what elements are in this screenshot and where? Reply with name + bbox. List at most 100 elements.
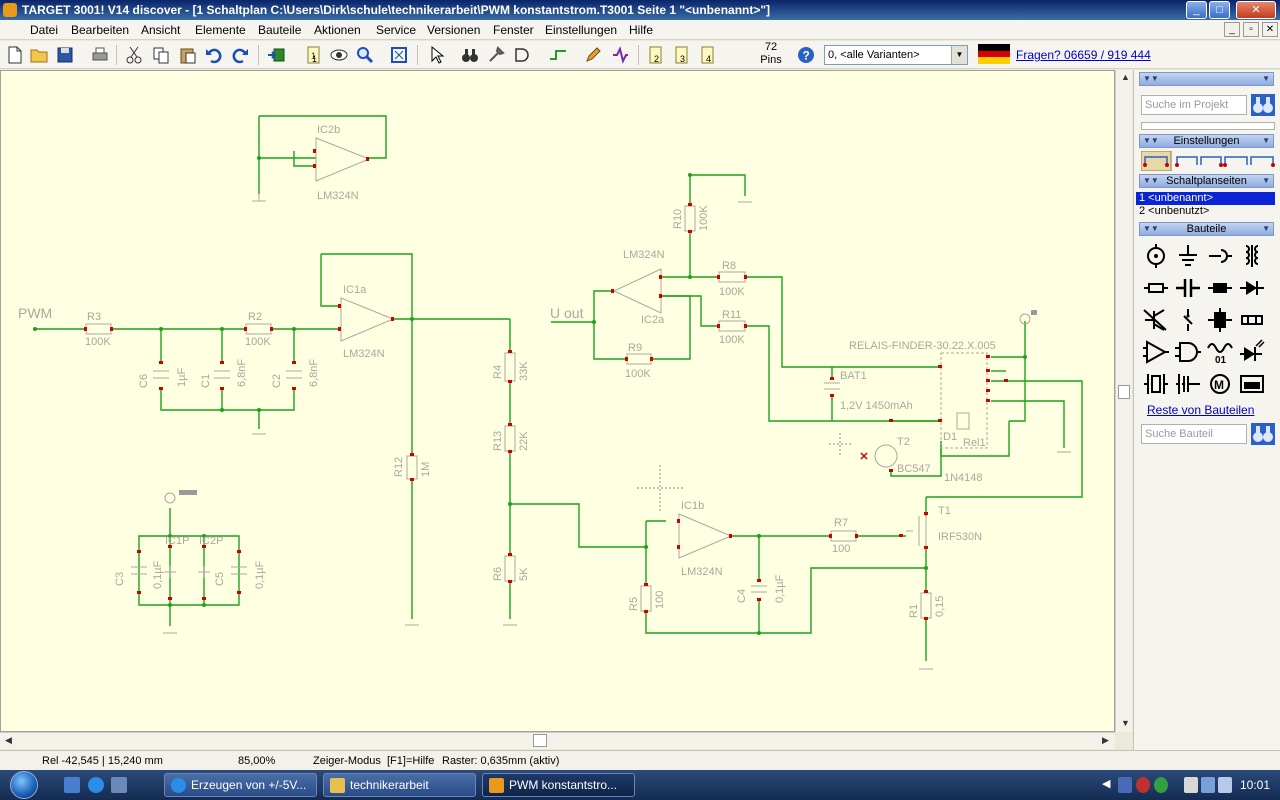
task-erzeugen[interactable]: Erzeugen von +/-5V...: [164, 773, 317, 797]
import-icon[interactable]: [266, 45, 286, 65]
menu-bearbeiten[interactable]: Bearbeiten: [71, 23, 130, 37]
task-pwm-konstantstrom[interactable]: PWM konstantstro...: [482, 773, 635, 797]
switch-windows-icon[interactable]: [111, 777, 127, 793]
paste-icon[interactable]: [178, 45, 198, 65]
german-flag-icon[interactable]: [978, 44, 1010, 64]
gate-symbol-icon[interactable]: [512, 45, 532, 65]
horizontal-scrollbar[interactable]: ◀ ▶: [0, 732, 1115, 749]
search-part-input[interactable]: Suche Bauteil: [1141, 424, 1247, 444]
signal-icon[interactable]: 01: [1206, 338, 1234, 366]
diode-icon[interactable]: [1238, 274, 1266, 302]
undo-icon[interactable]: [204, 45, 224, 65]
layer-2-button[interactable]: [645, 45, 665, 65]
start-button[interactable]: [10, 771, 38, 799]
binoculars-icon[interactable]: [460, 45, 480, 65]
panel-top-header[interactable]: ▼▼▼: [1139, 72, 1274, 86]
tray-app-icon[interactable]: [1184, 777, 1198, 793]
menu-aktionen[interactable]: Aktionen: [314, 23, 361, 37]
sheet-item-1[interactable]: 1 <unbenannt>: [1136, 192, 1275, 205]
redo-icon[interactable]: [230, 45, 250, 65]
mdi-close-button[interactable]: ✕: [1262, 22, 1278, 37]
signal-route-icon[interactable]: [610, 45, 630, 65]
help-icon[interactable]: ?: [796, 45, 816, 65]
layer-3-button[interactable]: [671, 45, 691, 65]
print-icon[interactable]: [90, 45, 110, 65]
tools-icon[interactable]: [486, 45, 506, 65]
mosfet-icon[interactable]: [1206, 306, 1234, 334]
transistor-icon[interactable]: [1142, 306, 1170, 334]
eye-icon[interactable]: [329, 45, 349, 65]
part-remnants-link[interactable]: Reste von Bauteilen: [1147, 403, 1255, 417]
search-part-binoculars-icon[interactable]: [1251, 423, 1275, 445]
open-folder-icon[interactable]: [29, 45, 49, 65]
fuse-icon[interactable]: [1206, 274, 1234, 302]
opamp-icon[interactable]: [1142, 338, 1170, 366]
motor-icon[interactable]: M: [1206, 370, 1234, 398]
scroll-up-icon[interactable]: ▲: [1121, 72, 1130, 82]
volume-icon[interactable]: [1218, 777, 1232, 793]
pointer-icon[interactable]: [426, 45, 446, 65]
project-tree[interactable]: [1141, 122, 1275, 130]
search-project-binoculars-icon[interactable]: [1251, 94, 1275, 116]
wire-style-icons[interactable]: [1141, 151, 1275, 171]
vertical-scroll-thumb[interactable]: [1118, 385, 1130, 399]
display-icon[interactable]: [1238, 370, 1266, 398]
schematic-canvas[interactable]: PWM U out IC2b LM324N IC1a LM324N LM324N…: [0, 70, 1115, 732]
chevron-down-icon[interactable]: ▼: [951, 46, 967, 64]
menu-elemente[interactable]: Elemente: [195, 23, 246, 37]
save-icon[interactable]: [55, 45, 75, 65]
new-file-icon[interactable]: [5, 45, 25, 65]
copy-icon[interactable]: [151, 45, 171, 65]
parts-header[interactable]: ▼▼Bauteile▼: [1139, 222, 1274, 236]
connector-icon[interactable]: [1206, 242, 1234, 270]
menu-hilfe[interactable]: Hilfe: [629, 23, 654, 37]
capacitor-icon[interactable]: [1174, 274, 1202, 302]
zoom-fit-icon[interactable]: [389, 45, 409, 65]
vertical-scrollbar[interactable]: ▲ ▼: [1115, 70, 1132, 732]
update-icon[interactable]: [1154, 777, 1168, 793]
switch-icon[interactable]: [1174, 306, 1202, 334]
menu-bauteile[interactable]: Bauteile: [258, 23, 302, 37]
ground-icon[interactable]: [1174, 242, 1202, 270]
menu-einstellungen[interactable]: Einstellungen: [545, 23, 618, 37]
cut-icon[interactable]: [124, 45, 144, 65]
crystal-icon[interactable]: [1142, 370, 1170, 398]
horizontal-scroll-thumb[interactable]: [533, 734, 547, 747]
show-desktop-icon[interactable]: [64, 777, 80, 793]
layer-4-button[interactable]: [697, 45, 717, 65]
and-gate-icon[interactable]: [1174, 338, 1202, 366]
relay-icon[interactable]: [1174, 370, 1202, 398]
maximize-button[interactable]: □: [1209, 1, 1230, 19]
page-icon[interactable]: 1: [303, 45, 323, 65]
resistor-icon[interactable]: [1142, 274, 1170, 302]
lamp-icon[interactable]: [1238, 306, 1266, 334]
variant-select[interactable]: 0, <alle Varianten> ▼: [824, 45, 968, 65]
security-shield-icon[interactable]: [1118, 777, 1132, 793]
led-icon[interactable]: [1238, 338, 1266, 366]
wire-icon[interactable]: [548, 45, 568, 65]
search-project-input[interactable]: Suche im Projekt: [1141, 95, 1247, 115]
network-icon[interactable]: [1201, 777, 1215, 793]
settings-header[interactable]: ▼▼Einstellungen▼: [1139, 134, 1274, 148]
sheet-item-2[interactable]: 2 <unbenutzt>: [1139, 205, 1210, 217]
tray-expand-icon[interactable]: ◀: [1102, 778, 1111, 790]
internet-explorer-icon[interactable]: [88, 777, 104, 793]
antivirus-icon[interactable]: [1136, 777, 1150, 793]
zoom-icon[interactable]: [355, 45, 375, 65]
support-phone-link[interactable]: Fragen? 06659 / 919 444: [1016, 48, 1151, 62]
task-technikerarbeit[interactable]: technikerarbeit: [323, 773, 476, 797]
scroll-left-icon[interactable]: ◀: [5, 735, 12, 745]
transformer-icon[interactable]: [1238, 242, 1266, 270]
menu-ansicht[interactable]: Ansicht: [141, 23, 181, 37]
scroll-right-icon[interactable]: ▶: [1102, 735, 1109, 745]
clock[interactable]: 10:01: [1240, 778, 1271, 792]
schematic-drawing[interactable]: PWM U out IC2b LM324N IC1a LM324N LM324N…: [1, 71, 1114, 731]
menu-service[interactable]: Service: [376, 23, 417, 37]
menu-datei[interactable]: Datei: [30, 23, 59, 37]
mdi-restore-button[interactable]: ▫: [1243, 22, 1259, 37]
menu-fenster[interactable]: Fenster: [493, 23, 534, 37]
menu-versionen[interactable]: Versionen: [427, 23, 481, 37]
power-supply-icon[interactable]: [1142, 242, 1170, 270]
sheets-header[interactable]: ▼▼Schaltplanseiten▼: [1139, 174, 1274, 188]
close-button[interactable]: ✕: [1236, 1, 1276, 19]
